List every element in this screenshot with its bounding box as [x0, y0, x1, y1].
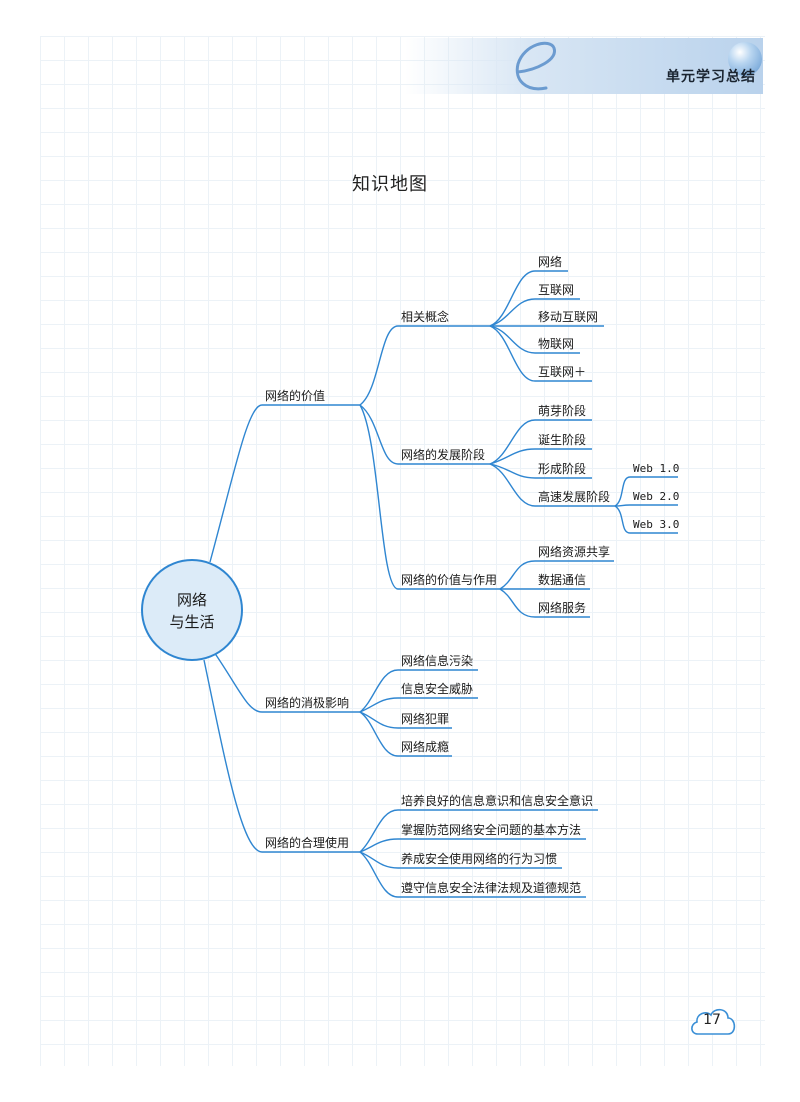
connector-lines — [203, 270, 678, 898]
branch-negative: 网络的消极影响 — [265, 695, 349, 710]
connector — [359, 851, 399, 898]
connector — [499, 588, 536, 618]
connector — [489, 298, 536, 327]
leaf-node: 萌芽阶段 — [538, 403, 586, 418]
connector — [359, 697, 399, 713]
leaf-node: 信息安全威胁 — [401, 681, 473, 696]
connector — [614, 476, 631, 507]
page-number: 17 — [703, 1012, 721, 1028]
header-sphere-icon — [728, 42, 762, 76]
leaf-node: 掌握防范网络安全问题的基本方法 — [401, 822, 581, 837]
root-label-line1: 网络 — [177, 591, 207, 609]
connector — [359, 838, 399, 853]
connector — [614, 505, 631, 534]
connector — [489, 325, 536, 382]
header-title: 单元学习总结 — [666, 69, 756, 85]
connector — [213, 651, 263, 713]
background-grid — [40, 36, 765, 1066]
connector — [489, 419, 536, 465]
connector — [489, 270, 536, 327]
leaf-node: 网络服务 — [538, 600, 586, 615]
connector — [359, 809, 399, 853]
leaf-node: 遵守信息安全法律法规及道德规范 — [401, 880, 581, 895]
leaf-node: 网络成瘾 — [401, 739, 449, 754]
leaf-node: Web 1.0 — [633, 462, 679, 475]
connector — [489, 463, 536, 507]
root-node — [141, 559, 243, 661]
branch-value: 网络的价值 — [265, 388, 325, 403]
leaf-node: 养成安全使用网络的行为习惯 — [401, 851, 557, 866]
connector — [359, 669, 399, 713]
connector — [489, 448, 536, 465]
leaf-node: 移动互联网 — [538, 310, 598, 324]
leaf-node: 网络资源共享 — [538, 544, 610, 559]
leaf-node: 互联网＋ — [538, 365, 586, 379]
connector — [614, 504, 631, 507]
node-rapid-development: 高速发展阶段 — [538, 489, 610, 504]
e-logo-icon — [515, 41, 556, 91]
leaf-node: 网络信息污染 — [401, 653, 473, 668]
leaf-node: 形成阶段 — [538, 461, 586, 476]
connector — [203, 659, 263, 853]
connector — [359, 325, 399, 406]
node-value-and-function: 网络的价值与作用 — [401, 572, 497, 587]
leaf-node: 数据通信 — [538, 572, 586, 587]
connector — [499, 560, 536, 590]
node-development-stages: 网络的发展阶段 — [401, 447, 485, 462]
leaf-node: Web 2.0 — [633, 490, 679, 503]
connector — [489, 463, 536, 479]
leaf-node: Web 3.0 — [633, 518, 679, 531]
leaf-node: 网络犯罪 — [401, 711, 449, 726]
page-title: 知识地图 — [352, 174, 428, 195]
leaf-node: 物联网 — [538, 337, 574, 351]
connector — [359, 404, 399, 590]
page-number-cloud-icon — [691, 1008, 736, 1035]
connector — [359, 851, 399, 869]
branch-proper-use: 网络的合理使用 — [265, 835, 349, 850]
node-related-concepts: 相关概念 — [401, 309, 449, 324]
leaf-node: 网络 — [538, 254, 562, 269]
connector — [489, 325, 536, 354]
connector — [359, 404, 399, 465]
header-banner — [405, 38, 763, 94]
leaf-node: 互联网 — [538, 283, 574, 297]
connector — [209, 404, 263, 563]
connector — [359, 711, 399, 757]
leaf-node: 培养良好的信息意识和信息安全意识 — [401, 793, 593, 808]
leaf-node: 诞生阶段 — [538, 432, 586, 447]
root-label-line2: 与生活 — [169, 613, 214, 631]
connector — [359, 711, 399, 729]
